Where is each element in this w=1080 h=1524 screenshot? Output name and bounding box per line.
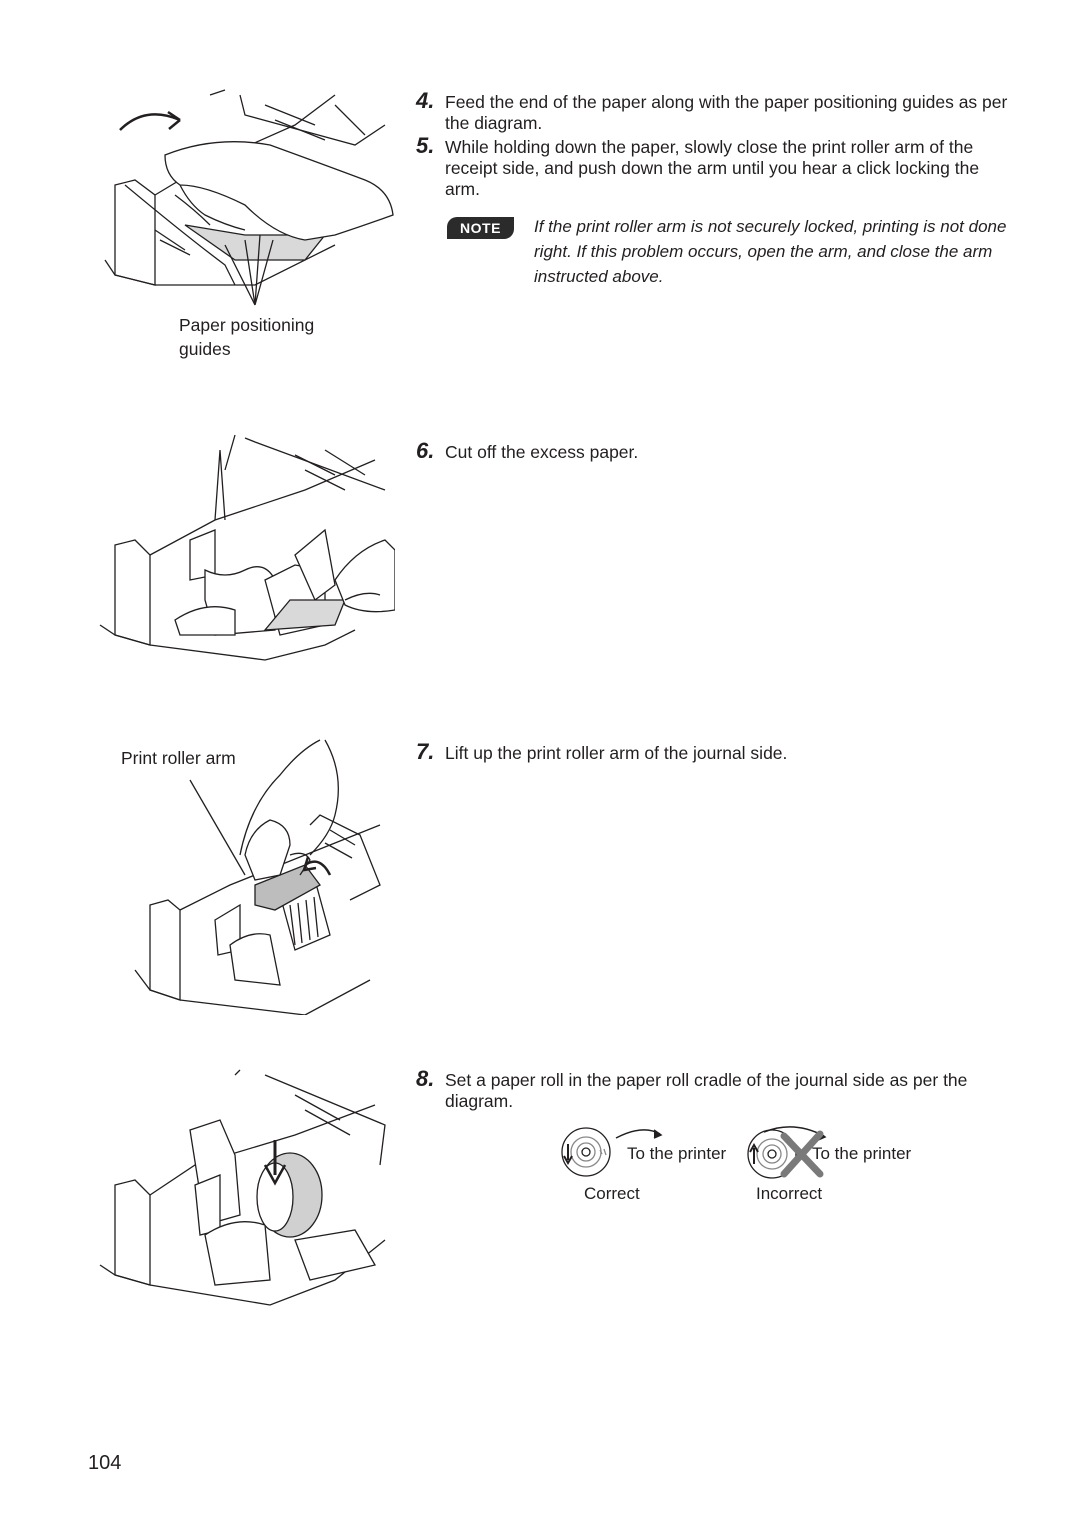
step-5-number: 5. [416,133,435,158]
feed-paper-illustration [95,85,395,315]
step-4-text: Feed the end of the paper along with the… [445,92,1008,133]
step-4-number: 4. [416,88,435,113]
page-number: 104 [88,1452,122,1474]
correct-roll-icon [558,1126,668,1178]
note-badge: NOTE [447,217,514,239]
step-7-number: 7. [416,739,435,764]
step-8-text: Set a paper roll in the paper roll cradl… [445,1070,968,1111]
incorrect-label: Incorrect [756,1184,823,1203]
step-7-text: Lift up the print roller arm of the jour… [445,743,788,763]
note-text: If the print roller arm is not securely … [534,217,1007,286]
note-block: NOTE If the print roller arm is not secu… [447,214,1007,289]
step-5-text: While holding down the paper, slowly clo… [445,137,980,199]
step-6-number: 6. [416,438,435,463]
step-4: 4. Feed the end of the paper along with … [416,88,1016,134]
correct-label: Correct [584,1184,640,1203]
step-8-number: 8. [416,1066,435,1091]
step-5: 5. While holding down the paper, slowly … [416,133,1016,200]
arm-caption: Print roller arm [121,748,236,768]
correct-direction-label: To the printer [627,1144,727,1163]
step-7: 7. Lift up the print roller arm of the j… [416,739,1016,764]
incorrect-roll-icon [744,1124,834,1180]
guides-caption: Paper positioning guides [179,315,315,359]
step-6-text: Cut off the excess paper. [445,442,639,462]
cut-paper-illustration [95,430,395,675]
step-8: 8. Set a paper roll in the paper roll cr… [416,1066,1016,1112]
set-roll-illustration [95,1065,395,1310]
lift-arm-illustration [130,735,400,1015]
step-6: 6. Cut off the excess paper. [416,438,1016,463]
incorrect-direction-label: To the printer [812,1144,912,1163]
